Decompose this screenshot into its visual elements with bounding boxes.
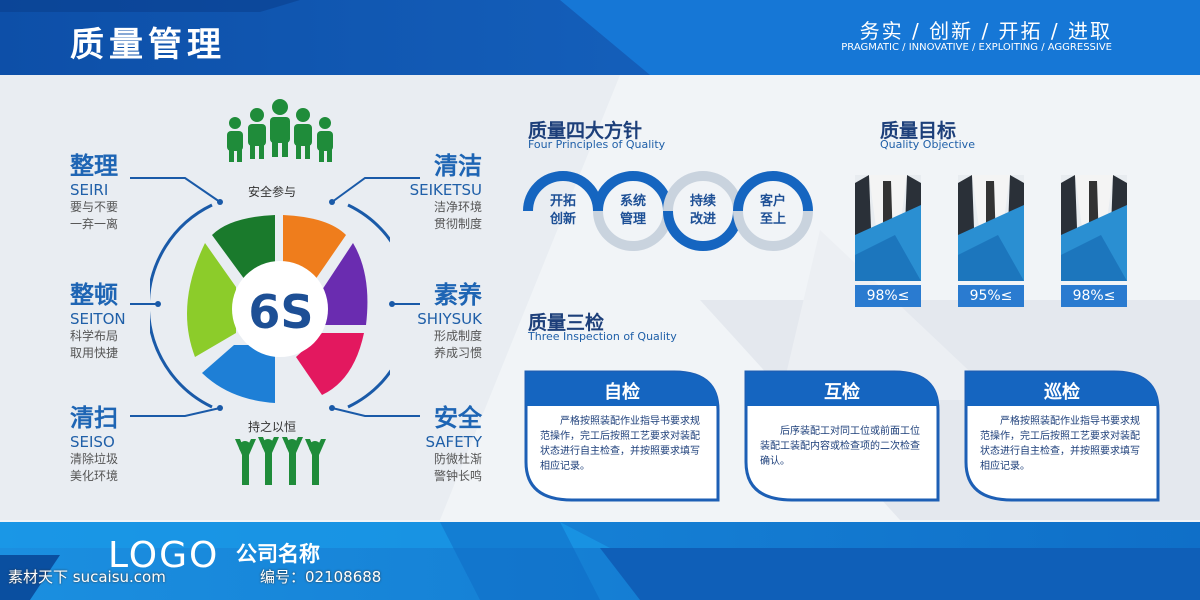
- inspection-card-1-head: 自检: [604, 382, 640, 403]
- objective-item-3: 98%≤: [1061, 175, 1127, 307]
- inspection-card-frame: [744, 370, 940, 502]
- businessman-photo-icon: [958, 175, 1024, 281]
- header-motto-en: PRAGMATIC / INNOVATIVE / EXPLOITING / AG…: [841, 42, 1112, 53]
- inspection-card-3-text: 严格按照装配作业指导书要求规范操作，完工后按照工艺要求对装配状态进行自主检查，并…: [980, 416, 1140, 472]
- principle-2: 系统管理: [619, 194, 646, 227]
- raised-hands-people-icon: [235, 437, 326, 485]
- businessman-photo-icon: [1061, 175, 1127, 281]
- six-s-item-seiri: 整理 SEIRI 要与不要 一弃一离: [70, 152, 119, 231]
- objective-title: 质量目标: [880, 120, 957, 142]
- six-s-wheel: [150, 99, 390, 485]
- six-s-center-label: 6S: [248, 285, 314, 339]
- inspection-card-frame: [964, 370, 1160, 502]
- objective-item-2: 95%≤: [958, 175, 1024, 307]
- top-caption: 安全参与: [248, 185, 297, 199]
- principle-3: 持续改进: [689, 194, 716, 227]
- footer-logo: LOGO: [108, 535, 220, 576]
- inspection-card-frame: [524, 370, 720, 502]
- bottom-caption: 持之以恒: [248, 420, 297, 434]
- principles-title: 质量四大方针: [528, 120, 643, 142]
- principles-rings: [523, 171, 813, 251]
- inspection-title: 质量三检: [528, 312, 605, 334]
- six-s-item-safety: 安全 SAFETY 防微杜渐 警钟长鸣: [425, 404, 483, 483]
- principle-4: 客户至上: [759, 194, 786, 227]
- six-s-connectors: [130, 177, 420, 417]
- inspection-card-3-head: 巡检: [1044, 382, 1080, 403]
- page-title: 质量管理: [70, 25, 226, 65]
- team-people-icon: [227, 99, 333, 162]
- wheel-segments: [187, 215, 368, 403]
- six-s-item-shiysuk: 素养 SHIYSUK 形成制度 养成习惯: [417, 281, 482, 360]
- objective-subtitle: Quality Objective: [880, 138, 975, 151]
- watermark-left: 素材天下 sucaisu.com: [8, 568, 166, 586]
- footer-company-name: 公司名称: [236, 542, 320, 566]
- principle-1: 开拓创新: [549, 194, 576, 227]
- six-s-item-seiketsu: 清洁 SEIKETSU 洁净环境 贯彻制度: [409, 152, 482, 231]
- inspection-card-1-text: 严格按照装配作业指导书要求规范操作，完工后按照工艺要求对装配状态进行自主检查，并…: [540, 416, 700, 472]
- inspection-subtitle: Three Inspection of Quality: [528, 330, 677, 343]
- objective-item-1: 98%≤: [855, 175, 921, 307]
- six-s-item-seiton: 整顿 SEITON 科学布局 取用快捷: [70, 281, 126, 360]
- principles-subtitle: Four Principles of Quality: [528, 138, 666, 151]
- header-motto: 务实 / 创新 / 开拓 / 进取: [859, 19, 1112, 43]
- inspection-card-2-text: 后序装配工对同工位或前面工位装配工装配内容或检查项的二次检查确认。: [760, 426, 920, 467]
- inspection-card-2-head: 互检: [824, 382, 860, 403]
- watermark-right: 编号：02108688: [260, 568, 382, 586]
- six-s-item-seiso: 清扫 SEISO 清除垃圾 美化环境: [70, 404, 119, 483]
- businessman-photo-icon: [855, 175, 921, 281]
